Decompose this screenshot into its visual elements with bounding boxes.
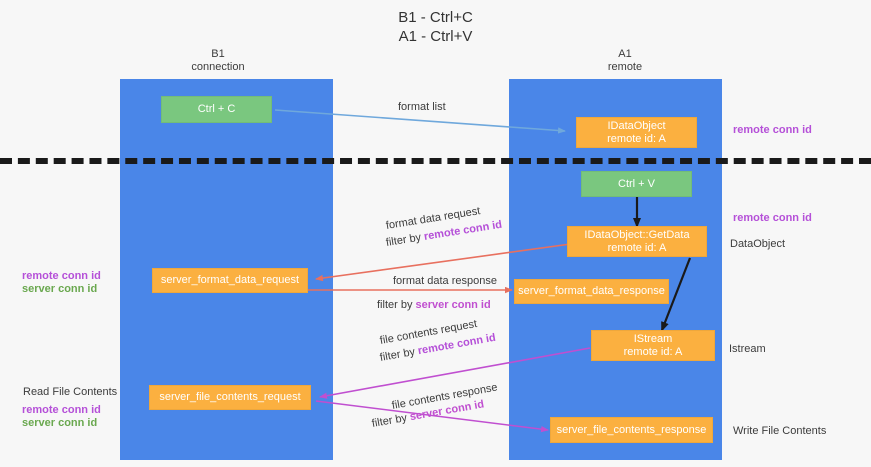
lane-b1-title: B1 <box>211 48 225 60</box>
filter-prefix: filter by <box>377 299 416 311</box>
edge-label-group-format-data-request: format data request filter by remote con… <box>385 205 503 250</box>
right-label-istream: Istream <box>729 343 766 355</box>
box-getdata-line1: IDataObject::GetData <box>584 228 690 241</box>
phase-divider <box>0 158 871 164</box>
edge-label-format-data-response-filter: filter by server conn id <box>377 298 491 312</box>
box-server-file-contents-request-label: server_file_contents_request <box>159 391 301 403</box>
title-line-1: B1 - Ctrl+C <box>398 9 473 26</box>
title-line-2: A1 - Ctrl+V <box>398 28 473 45</box>
lane-a1-subtitle: remote <box>607 61 643 73</box>
filter-prefix: filter by <box>370 411 411 430</box>
box-server-format-data-response-label: server_format_data_response <box>518 285 665 297</box>
box-server-format-data-request[interactable]: server_format_data_request <box>152 268 308 293</box>
box-server-file-contents-request[interactable]: server_file_contents_request <box>149 385 311 410</box>
filter-key-server-conn-id: server conn id <box>415 299 491 311</box>
box-istream-line1: IStream <box>633 332 673 345</box>
box-idataobject-getdata[interactable]: IDataObject::GetData remote id: A <box>567 226 707 257</box>
right-label-remote-conn-id-mid: remote conn id <box>733 212 812 224</box>
box-idataobject-line1: IDataObject <box>607 119 666 132</box>
box-ctrl-v-label: Ctrl + V <box>618 177 655 190</box>
edge-label-group-file-contents-response: file contents response filter by server … <box>371 382 499 431</box>
box-idataobject[interactable]: IDataObject remote id: A <box>576 117 697 148</box>
edge-label-format-data-response: format data response <box>393 275 497 287</box>
box-getdata-line2: remote id: A <box>607 241 667 254</box>
box-ctrl-v[interactable]: Ctrl + V <box>581 171 692 197</box>
box-istream[interactable]: IStream remote id: A <box>591 330 715 361</box>
lane-b1-subtitle: connection <box>191 61 245 73</box>
lane-header-a1: A1 remote <box>545 48 705 74</box>
diagram-title: B1 - Ctrl+C A1 - Ctrl+V <box>0 8 871 46</box>
right-label-write-file-contents: Write File Contents <box>733 425 827 437</box>
left-label-remote-conn-id-mid: remote conn id <box>22 270 101 282</box>
box-istream-line2: remote id: A <box>623 345 683 358</box>
edge-label-format-list: format list <box>398 101 446 113</box>
lane-a1-title: A1 <box>618 48 632 60</box>
box-ctrl-c-label: Ctrl + C <box>197 103 236 115</box>
box-idataobject-line2: remote id: A <box>607 132 666 145</box>
box-ctrl-c[interactable]: Ctrl + C <box>161 96 272 123</box>
box-server-format-data-response[interactable]: server_format_data_response <box>514 279 669 304</box>
filter-prefix: filter by <box>385 231 425 249</box>
box-server-format-data-request-label: server_format_data_request <box>160 274 300 286</box>
lane-header-b1: B1 connection <box>138 48 298 74</box>
right-label-remote-conn-id-top: remote conn id <box>733 124 812 136</box>
box-server-file-contents-response[interactable]: server_file_contents_response <box>550 417 713 443</box>
left-label-remote-conn-id-bottom: remote conn id <box>22 404 101 416</box>
left-label-server-conn-id-mid: server conn id <box>22 283 98 295</box>
left-label-server-conn-id-bottom: server conn id <box>22 417 98 429</box>
edge-label-group-file-contents-request: file contents request filter by remote c… <box>378 318 497 365</box>
right-label-dataobject: DataObject <box>730 238 786 250</box>
left-label-read-file-contents: Read File Contents <box>23 386 118 398</box>
box-server-file-contents-response-label: server_file_contents_response <box>556 423 707 436</box>
filter-prefix: filter by <box>378 345 419 364</box>
